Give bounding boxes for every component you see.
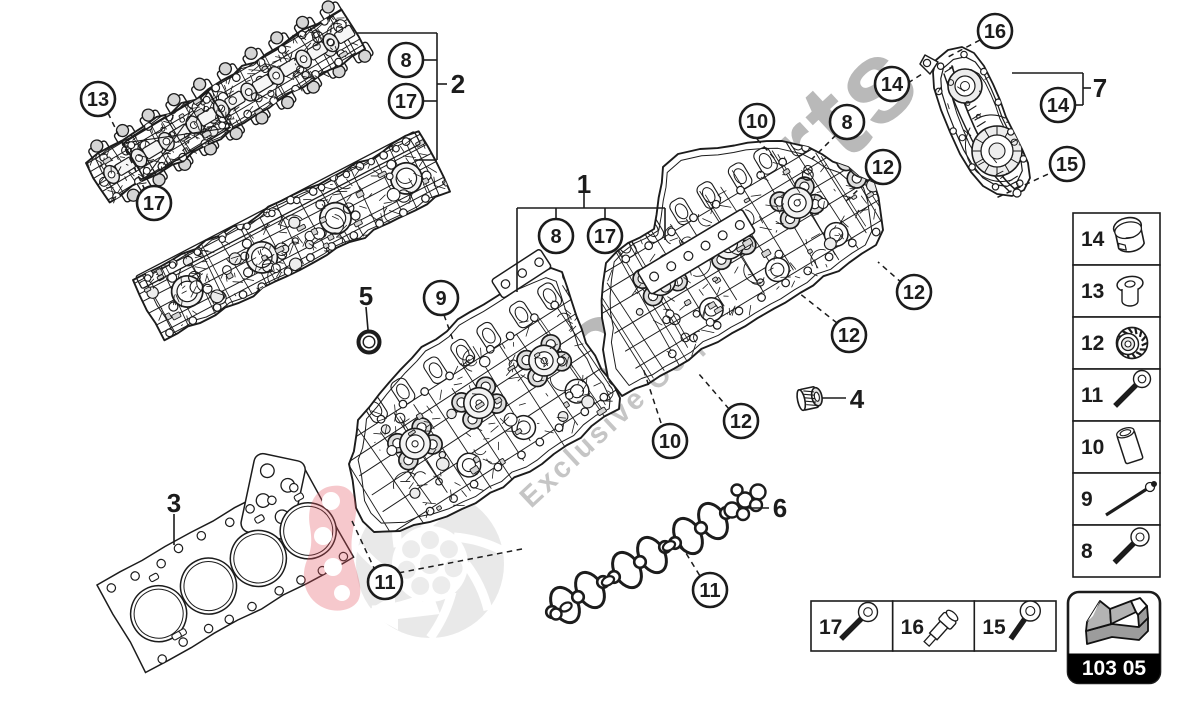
svg-text:14: 14 [1047, 95, 1070, 117]
svg-text:13: 13 [87, 89, 109, 111]
svg-text:11: 11 [699, 580, 720, 602]
svg-text:17: 17 [594, 226, 616, 248]
svg-text:10: 10 [659, 431, 681, 453]
svg-text:7: 7 [1093, 73, 1107, 103]
svg-text:12: 12 [872, 157, 894, 179]
svg-text:12: 12 [730, 411, 752, 433]
svg-text:15: 15 [982, 616, 1006, 639]
svg-text:9: 9 [435, 288, 446, 310]
svg-text:17: 17 [143, 193, 165, 215]
svg-text:16: 16 [984, 21, 1006, 43]
svg-text:14: 14 [1081, 228, 1105, 251]
svg-text:8: 8 [400, 50, 411, 72]
svg-text:10: 10 [746, 111, 768, 133]
svg-text:4: 4 [850, 384, 865, 414]
svg-text:12: 12 [1081, 332, 1104, 355]
svg-text:3: 3 [167, 488, 181, 518]
svg-text:11: 11 [374, 572, 395, 594]
svg-text:8: 8 [550, 226, 561, 248]
svg-text:11: 11 [1081, 384, 1104, 407]
svg-text:2: 2 [451, 69, 465, 99]
svg-text:13: 13 [1081, 280, 1104, 303]
svg-text:1: 1 [577, 169, 591, 199]
svg-text:6: 6 [773, 493, 787, 523]
svg-text:5: 5 [359, 281, 373, 311]
svg-text:103 05: 103 05 [1082, 657, 1147, 680]
svg-text:17: 17 [395, 91, 417, 113]
svg-text:8: 8 [1081, 540, 1093, 563]
svg-text:15: 15 [1056, 154, 1078, 176]
svg-text:10: 10 [1081, 436, 1104, 459]
svg-text:12: 12 [903, 282, 925, 304]
svg-text:14: 14 [881, 74, 904, 96]
svg-text:8: 8 [841, 112, 852, 134]
svg-text:9: 9 [1081, 488, 1093, 511]
svg-text:17: 17 [819, 616, 842, 639]
svg-text:16: 16 [901, 616, 924, 639]
svg-text:12: 12 [838, 325, 860, 347]
